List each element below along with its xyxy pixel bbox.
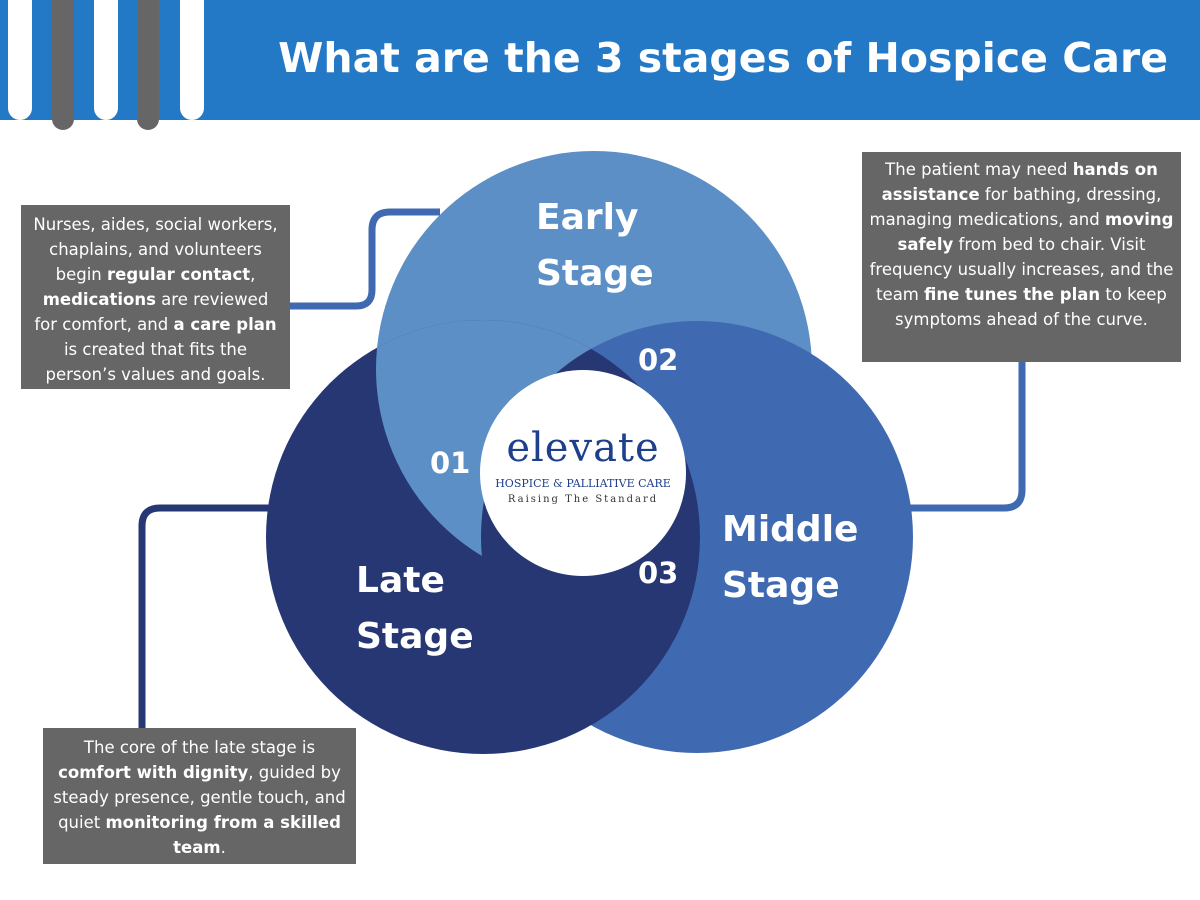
decor-bar-2 bbox=[52, 0, 74, 130]
connector-early bbox=[290, 208, 440, 310]
body-text: The core of the late stage is bbox=[83, 738, 316, 757]
body-text: to keep symptoms ahead of the curve. bbox=[895, 285, 1167, 329]
early-stage-description: Nurses, aides, social workers, chaplains… bbox=[21, 205, 290, 389]
decor-bar-1 bbox=[8, 0, 32, 120]
body-text: . bbox=[220, 838, 226, 857]
connector-late bbox=[138, 504, 275, 728]
emphasis-text: regular contact bbox=[107, 265, 251, 284]
decor-bar-5 bbox=[180, 0, 204, 120]
middle-stage-description: The patient may need hands on assistance… bbox=[862, 152, 1181, 362]
connector-middle bbox=[900, 362, 1026, 512]
emphasis-text: medications bbox=[42, 290, 156, 309]
logo-tagline-2: Raising The Standard bbox=[507, 494, 659, 505]
emphasis-text: moving safely bbox=[897, 210, 1174, 254]
stage-number-01: 01 bbox=[430, 446, 471, 480]
elevate-logo: elevate HOSPICE & PALLIATIVE CARE Raisin… bbox=[480, 370, 686, 576]
emphasis-text: comfort with dignity bbox=[58, 763, 249, 782]
body-text: for bathing, dressing, managing medicati… bbox=[869, 185, 1162, 229]
page-title: What are the 3 stages of Hospice Care bbox=[278, 34, 1168, 82]
logo-wordmark: elevate bbox=[506, 425, 660, 471]
body-text: , guided by steady presence, gentle touc… bbox=[53, 763, 346, 832]
body-text: is created that fits the person’s values… bbox=[45, 340, 266, 384]
decor-bar-3 bbox=[94, 0, 118, 120]
stage-number-02: 02 bbox=[638, 343, 679, 377]
header-banner: What are the 3 stages of Hospice Care bbox=[0, 0, 1200, 130]
stage-number-03: 03 bbox=[638, 556, 679, 590]
logo-tagline-1: HOSPICE & PALLIATIVE CARE bbox=[495, 477, 671, 490]
emphasis-text: hands on assistance bbox=[881, 160, 1158, 204]
body-text: The patient may need bbox=[885, 160, 1073, 179]
decor-bar-4 bbox=[137, 0, 159, 130]
body-text: are reviewed for comfort, and bbox=[34, 290, 269, 334]
body-text: , bbox=[250, 265, 256, 284]
body-text: from bed to chair. Visit frequency usual… bbox=[869, 235, 1174, 304]
emphasis-text: fine tunes the plan bbox=[924, 285, 1101, 304]
body-text: Nurses, aides, social workers, chaplains… bbox=[33, 215, 278, 284]
logo-circle bbox=[480, 370, 686, 576]
late-stage-description: The core of the late stage is comfort wi… bbox=[43, 728, 356, 864]
emphasis-text: a care plan bbox=[173, 315, 277, 334]
emphasis-text: monitoring from a skilled team bbox=[105, 813, 341, 857]
